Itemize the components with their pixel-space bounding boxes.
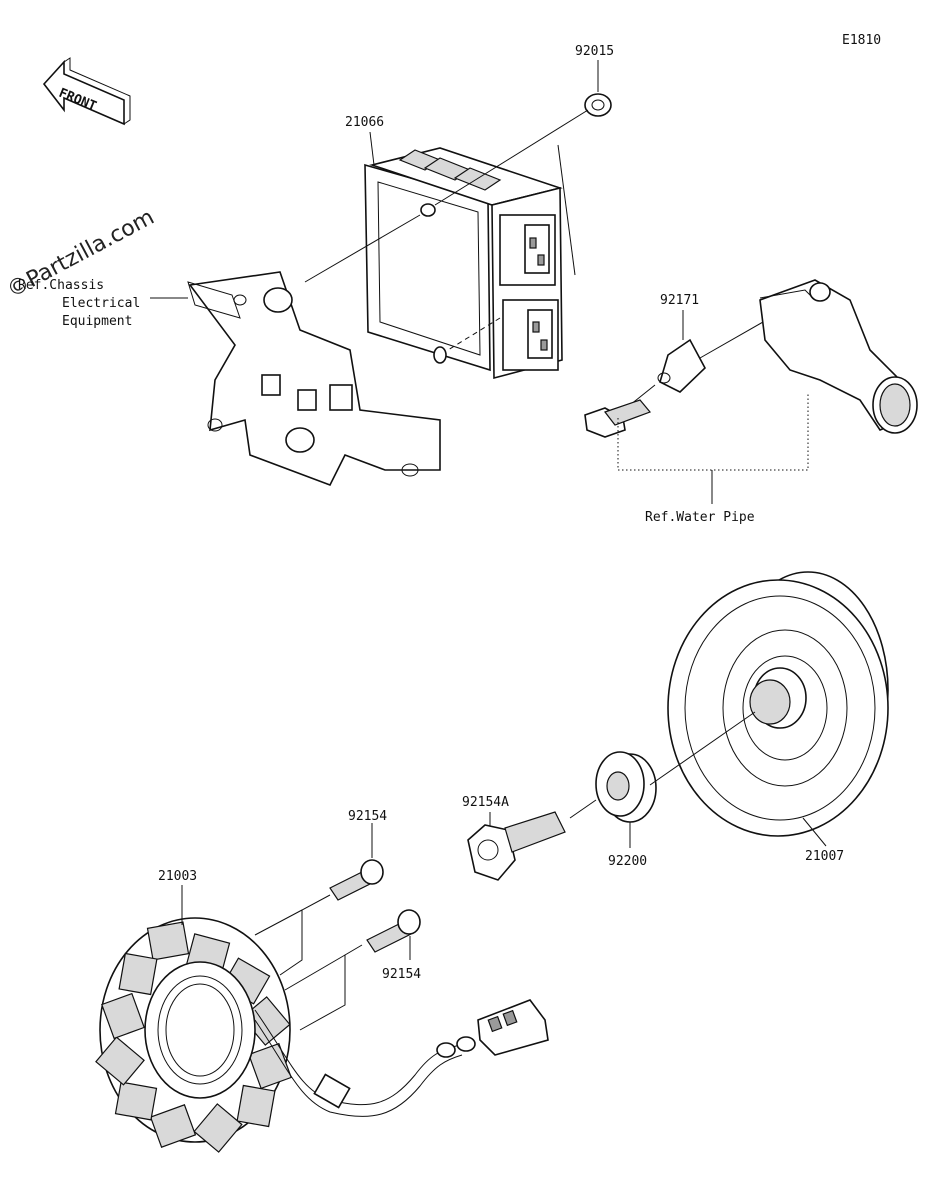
guide-line-bolt-upper — [304, 214, 421, 283]
water-pipe — [759, 279, 918, 434]
label-92154a: 92154A — [462, 795, 509, 810]
label-21066: 21066 — [345, 115, 384, 130]
leader-21066 — [369, 131, 375, 166]
guide-bolt-bottom-stator-b — [284, 954, 346, 991]
guide-clamp-pipe — [699, 317, 771, 359]
washer-92200 — [595, 751, 657, 823]
label-92154-top: 92154 — [348, 809, 387, 824]
clamp-92171 — [657, 338, 706, 393]
ref-water-pipe: Ref.Water Pipe — [645, 510, 755, 525]
label-92154-bottom: 92154 — [382, 967, 421, 982]
label-92015: 92015 — [575, 44, 614, 59]
bolt-92154-bottom — [366, 909, 421, 953]
label-92171: 92171 — [660, 293, 699, 308]
label-21007: 21007 — [805, 849, 844, 864]
bolt-92154-top — [329, 859, 384, 901]
nut-92015 — [584, 93, 612, 117]
ref-chassis-line1: Ref.Chassis — [18, 278, 104, 293]
guide-bolt-top-stator-b — [254, 909, 303, 936]
guide-bolt-top-stator — [279, 894, 331, 976]
leader-21007 — [802, 817, 827, 847]
stator-21003 — [95, 917, 549, 1153]
guide-line-dashed — [447, 317, 501, 351]
ref-chassis-line2: Electrical — [62, 296, 140, 311]
bolt-92154a — [467, 811, 566, 881]
ref-chassis-line3: Equipment — [62, 314, 132, 329]
rotor-21007 — [667, 571, 889, 837]
chassis-bracket — [187, 271, 441, 487]
guide-bolt-washer — [569, 799, 597, 819]
guide-line-nut-b — [557, 144, 576, 276]
label-92200: 92200 — [608, 854, 647, 869]
guide-washer-rotor — [649, 711, 756, 786]
bolt-clamp — [584, 399, 652, 438]
diagram-code: E1810 — [842, 33, 881, 48]
guide-line-nut — [434, 109, 589, 206]
label-21003: 21003 — [158, 869, 197, 884]
ref-bracket-water-pipe — [617, 392, 809, 471]
guide-bolt-bottom-stator — [299, 944, 363, 1031]
front-arrow-icon: FRONT — [42, 57, 131, 126]
regulator-21066 — [364, 147, 563, 380]
